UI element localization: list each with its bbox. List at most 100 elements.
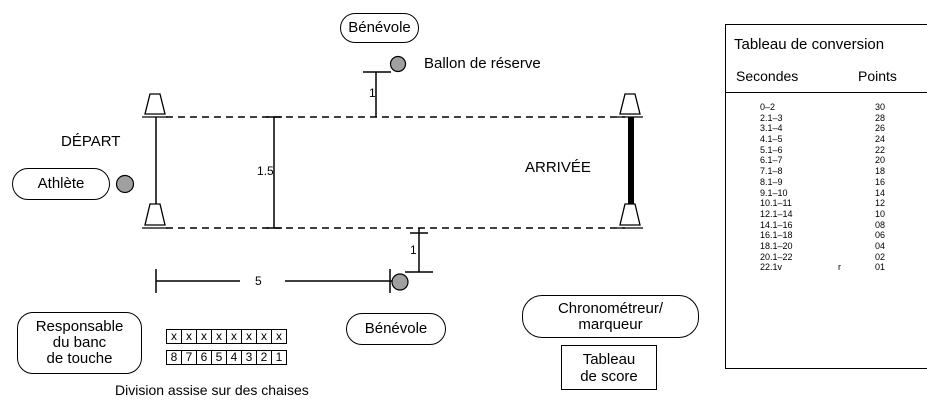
- bench-number: 7: [181, 350, 197, 365]
- volunteer-bottom-label: Bénévole: [364, 320, 428, 337]
- table-row: 8.1–9 16: [726, 177, 927, 188]
- bench-manager-line-1: Responsable: [35, 318, 124, 335]
- cone-icon: [142, 203, 168, 229]
- volunteer-ball-icon: [391, 273, 409, 291]
- seconds-cell: 10.1–11: [760, 198, 792, 209]
- bench-number: 2: [256, 350, 272, 365]
- start-label: DÉPART: [61, 133, 121, 150]
- points-cell: 08: [875, 219, 886, 230]
- table-row: 18.1–20 04: [726, 241, 927, 252]
- bench-caption: Division assise sur des chaises: [115, 382, 309, 398]
- scoreboard-box: Tableau de score: [561, 345, 657, 390]
- extra-cell: r: [838, 262, 841, 273]
- table-divider: [726, 92, 927, 93]
- volunteer-top-label: Bénévole: [348, 19, 411, 36]
- seconds-cell: 20.1–22: [760, 251, 793, 262]
- points-column-header: Points: [858, 68, 897, 84]
- bench-bottom-row: 8 7 6 5 4 3 2 1: [166, 350, 287, 365]
- points-cell: 22: [875, 144, 886, 155]
- points-cell: 14: [875, 187, 886, 198]
- points-cell: 02: [875, 251, 886, 262]
- points-cell: 30: [875, 102, 886, 112]
- points-cell: 06: [875, 230, 886, 241]
- points-cell: 24: [875, 134, 886, 145]
- bench-seat: x: [181, 329, 197, 344]
- athlete-label: Athlète: [37, 175, 85, 192]
- width-label: 1.5: [257, 164, 274, 178]
- bench-manager-line-3: de touche: [46, 350, 113, 367]
- bench-seat: x: [211, 329, 227, 344]
- seconds-cell: 22.1v: [760, 262, 783, 273]
- table-row: 16.1–18 06: [726, 230, 927, 241]
- seconds-cell: 8.1–9: [760, 176, 783, 187]
- timekeeper-line-1: Chronométreur/: [557, 299, 664, 317]
- finish-label: ARRIVÉE: [525, 159, 591, 176]
- seconds-cell: 14.1–16: [760, 219, 793, 230]
- athlete-ball-icon: [115, 174, 135, 194]
- scoreboard-line-2: de score: [580, 367, 638, 385]
- points-cell: 10: [875, 208, 886, 219]
- points-cell: 26: [875, 123, 886, 134]
- bench-number: 1: [271, 350, 287, 365]
- table-row: 5.1–6 22: [726, 145, 927, 156]
- table-row: 20.1–22 02: [726, 252, 927, 263]
- table-row: 10.1–11 12: [726, 198, 927, 209]
- bench-number: 3: [241, 350, 257, 365]
- volunteer-top-pill: Bénévole: [340, 13, 419, 43]
- cone-icon: [142, 93, 168, 118]
- points-cell: 18: [875, 166, 886, 177]
- timekeeper-pill: Chronométreur/ marqueur: [522, 295, 699, 338]
- bench-seat: x: [241, 329, 257, 344]
- timekeeper-line-2: marqueur: [578, 315, 643, 333]
- athlete-pill: Athlète: [12, 168, 110, 200]
- distance-label: 5: [255, 274, 262, 288]
- bench-manager-line-2: du banc: [52, 334, 107, 351]
- points-cell: 28: [875, 112, 886, 123]
- table-row: 2.1–3 28: [726, 113, 927, 124]
- table-row: 7.1–8 18: [726, 166, 927, 177]
- table-row: 22.1v r 01: [726, 262, 927, 273]
- seconds-cell: 6.1–7: [760, 155, 783, 166]
- seconds-cell: 4.1–5: [760, 134, 783, 145]
- bench-seat: x: [226, 329, 242, 344]
- table-row: 9.1–10 14: [726, 188, 927, 199]
- bottom-spacing-label: 1: [410, 243, 417, 257]
- scoreboard-line-1: Tableau: [582, 350, 636, 368]
- seconds-cell: 18.1–20: [760, 240, 793, 251]
- bench-number: 4: [226, 350, 242, 365]
- conversion-table-title: Tableau de conversion: [734, 36, 885, 53]
- bench-number: 5: [211, 350, 227, 365]
- bench-seat: x: [166, 329, 182, 344]
- points-cell: 04: [875, 240, 886, 251]
- cone-icon: [617, 203, 643, 229]
- table-row: 4.1–5 24: [726, 134, 927, 145]
- points-cell: 01: [875, 262, 886, 273]
- seconds-cell: 0–2: [760, 102, 776, 112]
- seconds-cell: 3.1–4: [760, 123, 783, 134]
- seconds-cell: 7.1–8: [760, 166, 783, 177]
- seconds-cell: 12.1–14: [760, 208, 793, 219]
- seconds-column-header: Secondes: [736, 68, 799, 84]
- cone-icon: [617, 93, 643, 118]
- reserve-ball-label: Ballon de réserve: [424, 55, 541, 72]
- seconds-cell: 2.1–3: [760, 112, 783, 123]
- seconds-cell: 5.1–6: [760, 144, 783, 155]
- bench-manager-pill: Responsable du banc de touche: [17, 312, 142, 374]
- bench-seat: x: [196, 329, 212, 344]
- conversion-table: Tableau de conversion Secondes Points 0–…: [725, 24, 927, 369]
- table-row: 14.1–16 08: [726, 220, 927, 231]
- volunteer-bottom-pill: Bénévole: [346, 313, 446, 345]
- seconds-cell: 16.1–18: [760, 230, 793, 241]
- points-cell: 16: [875, 176, 886, 187]
- bench-number: 6: [196, 350, 212, 365]
- table-row: 0–2 30: [726, 102, 927, 113]
- top-spacing-label: 1: [369, 86, 376, 100]
- points-cell: 12: [875, 198, 886, 209]
- bench-seat: x: [271, 329, 287, 344]
- bench-number: 8: [166, 350, 182, 365]
- table-row: 3.1–4 26: [726, 123, 927, 134]
- seconds-cell: 9.1–10: [760, 187, 788, 198]
- bench-seat: x: [256, 329, 272, 344]
